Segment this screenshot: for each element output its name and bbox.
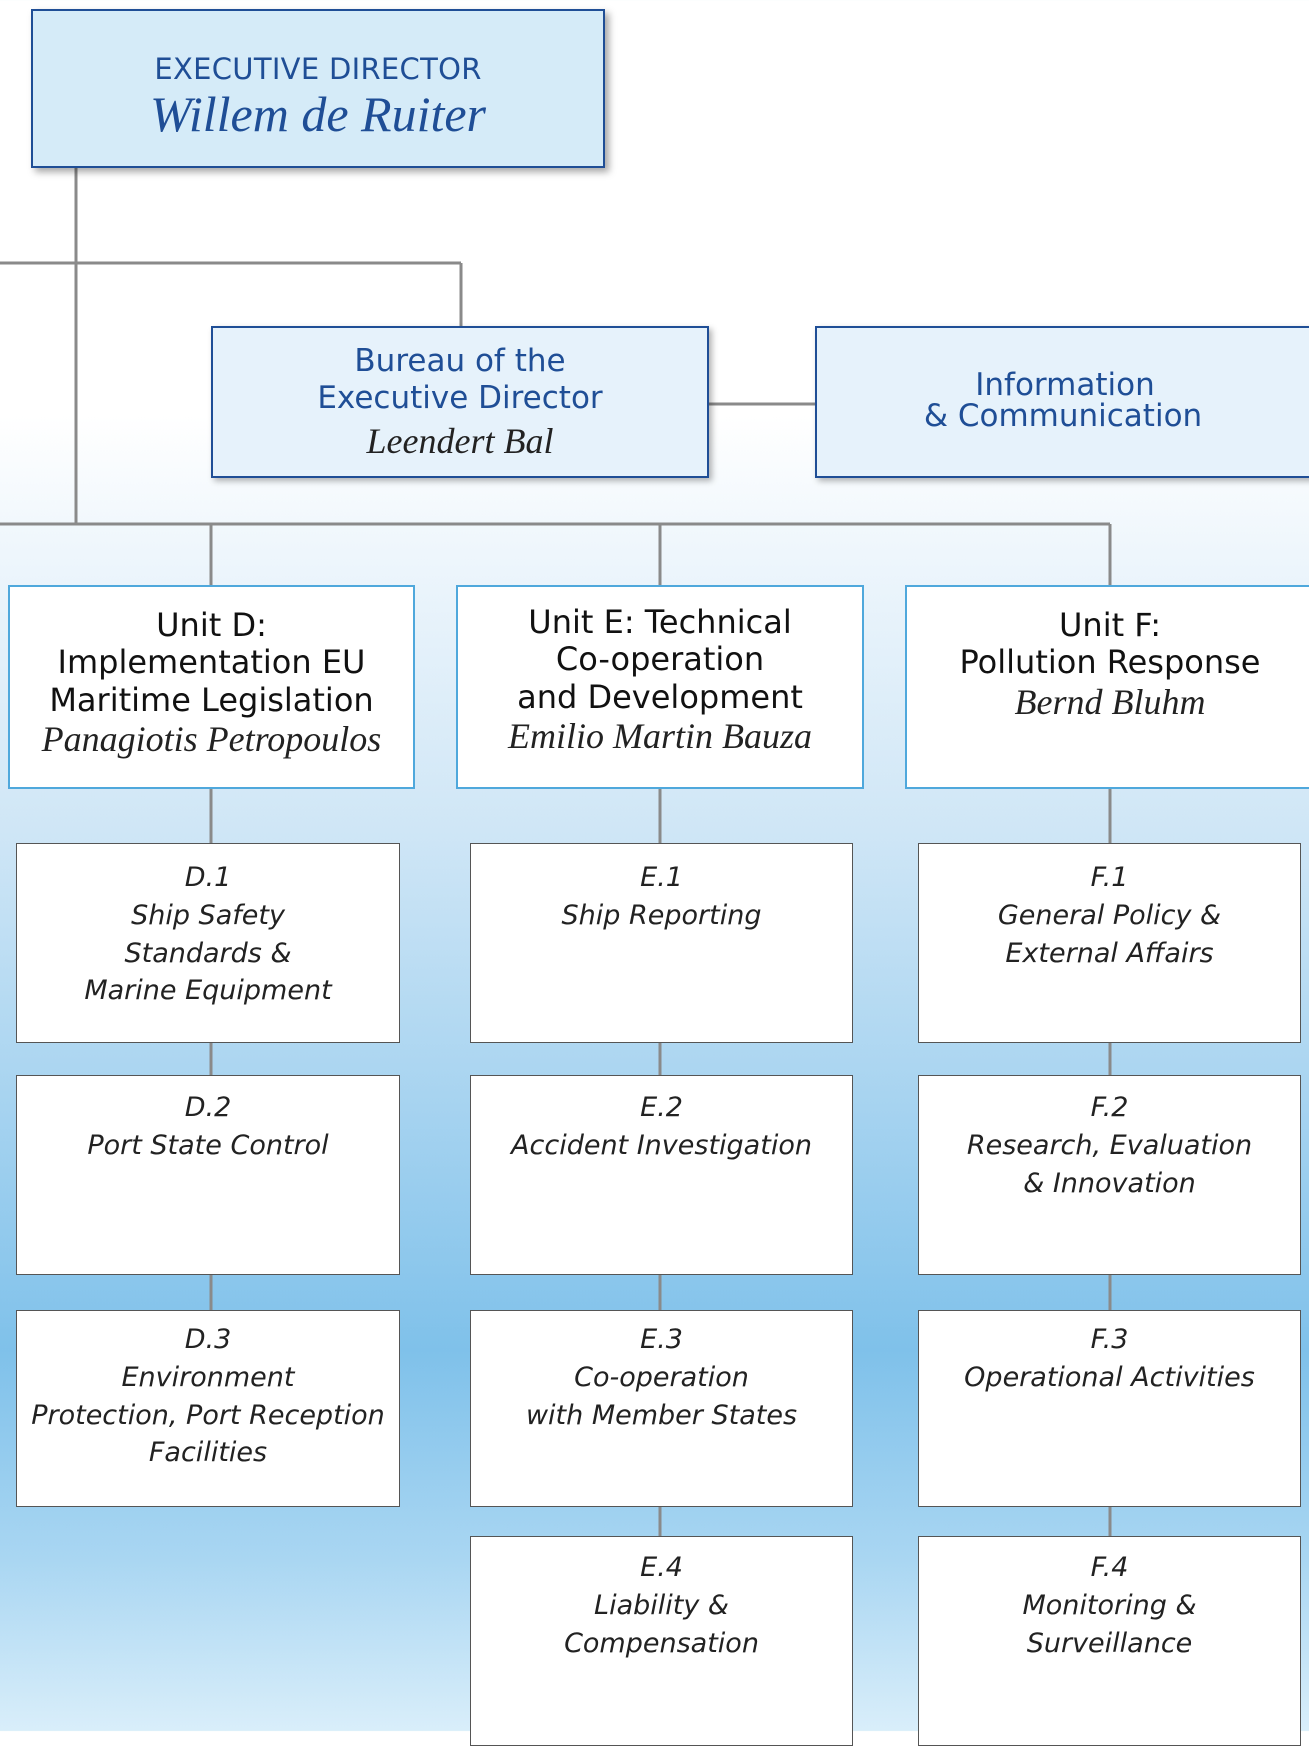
section-code: D.1 bbox=[184, 862, 232, 893]
section-title-line: Port State Control bbox=[87, 1129, 329, 1161]
section-title-line: Standards & bbox=[124, 937, 292, 969]
unit-f-line1: Unit F: bbox=[1058, 606, 1161, 644]
section-title-line: Environment bbox=[121, 1361, 295, 1393]
executive-director-box: EXECUTIVE DIRECTOR Willem de Ruiter bbox=[31, 9, 605, 168]
section-title-line: Co-operation bbox=[574, 1361, 749, 1393]
section-title-line: Facilities bbox=[148, 1437, 268, 1469]
section-title-line: Protection, Port Reception bbox=[31, 1399, 385, 1431]
section-title-line: with Member States bbox=[525, 1399, 798, 1431]
section-code: E.2 bbox=[640, 1092, 683, 1123]
unit-d-name: Panagiotis Petropoulos bbox=[41, 719, 382, 760]
section-code: E.1 bbox=[640, 862, 683, 893]
section-f1-box: F.1 General Policy & External Affairs bbox=[918, 843, 1301, 1043]
section-title-line: Marine Equipment bbox=[84, 975, 332, 1007]
unit-d-line2: Implementation EU bbox=[57, 643, 366, 682]
section-title-line: Ship Safety bbox=[131, 899, 285, 931]
executive-name: Willem de Ruiter bbox=[149, 85, 487, 142]
section-e4-box: E.4 Liability & Compensation bbox=[470, 1536, 853, 1746]
information-communication-box: Information & Communication bbox=[815, 326, 1309, 478]
unit-e-box: Unit E: Technical Co-operation and Devel… bbox=[456, 585, 864, 789]
section-f4-box: F.4 Monitoring & Surveillance bbox=[918, 1536, 1301, 1746]
section-code: F.1 bbox=[1090, 862, 1129, 893]
section-code: F.2 bbox=[1090, 1092, 1129, 1123]
section-code: D.3 bbox=[184, 1324, 232, 1355]
section-title-line: Monitoring & bbox=[1022, 1589, 1197, 1621]
section-title-line: General Policy & bbox=[997, 899, 1222, 931]
executive-title: EXECUTIVE DIRECTOR bbox=[154, 52, 482, 86]
section-title-line: Research, Evaluation bbox=[966, 1129, 1253, 1161]
info-line2: & Communication bbox=[923, 398, 1203, 434]
bureau-name: Leendert Bal bbox=[366, 421, 554, 462]
bureau-box: Bureau of the Executive Director Leender… bbox=[211, 326, 709, 478]
unit-d-line3: Maritime Legislation bbox=[49, 680, 374, 719]
section-title-line: Compensation bbox=[564, 1627, 759, 1659]
section-title-line: External Affairs bbox=[1005, 937, 1214, 969]
section-title-line: Liability & bbox=[594, 1589, 729, 1621]
unit-f-box: Unit F: Pollution Response Bernd Bluhm bbox=[905, 585, 1309, 789]
unit-e-line1: Unit E: Technical bbox=[528, 603, 792, 641]
section-d3-box: D.3 Environment Protection, Port Recepti… bbox=[16, 1310, 400, 1507]
bureau-line1: Bureau of the bbox=[354, 343, 566, 379]
unit-d-line1: Unit D: bbox=[156, 606, 267, 644]
section-f2-box: F.2 Research, Evaluation & Innovation bbox=[918, 1075, 1301, 1275]
unit-f-line2: Pollution Response bbox=[959, 643, 1261, 682]
section-d1-box: D.1 Ship Safety Standards & Marine Equip… bbox=[16, 843, 400, 1043]
section-title-line: Surveillance bbox=[1026, 1627, 1193, 1659]
section-code: F.3 bbox=[1090, 1324, 1129, 1355]
unit-f-name: Bernd Bluhm bbox=[1014, 681, 1206, 722]
section-code: D.2 bbox=[184, 1092, 232, 1123]
section-d2-box: D.2 Port State Control bbox=[16, 1075, 400, 1275]
section-title-line: Accident Investigation bbox=[511, 1129, 812, 1161]
section-e2-box: E.2 Accident Investigation bbox=[470, 1075, 853, 1275]
section-f3-box: F.3 Operational Activities bbox=[918, 1310, 1301, 1507]
section-code: F.4 bbox=[1090, 1552, 1129, 1583]
section-code: E.4 bbox=[640, 1552, 683, 1583]
unit-e-name: Emilio Martin Bauza bbox=[508, 716, 812, 757]
unit-d-box: Unit D: Implementation EU Maritime Legis… bbox=[8, 585, 415, 789]
unit-e-line3: and Development bbox=[517, 677, 803, 716]
info-line1: Information bbox=[975, 367, 1155, 403]
bureau-line2: Executive Director bbox=[317, 380, 603, 417]
unit-e-line2: Co-operation bbox=[555, 640, 765, 679]
section-title-line: & Innovation bbox=[1023, 1167, 1196, 1199]
section-title-line: Ship Reporting bbox=[561, 899, 762, 931]
section-e1-box: E.1 Ship Reporting bbox=[470, 843, 853, 1043]
section-title-line: Operational Activities bbox=[964, 1361, 1255, 1393]
section-e3-box: E.3 Co-operation with Member States bbox=[470, 1310, 853, 1507]
section-code: E.3 bbox=[640, 1324, 683, 1355]
